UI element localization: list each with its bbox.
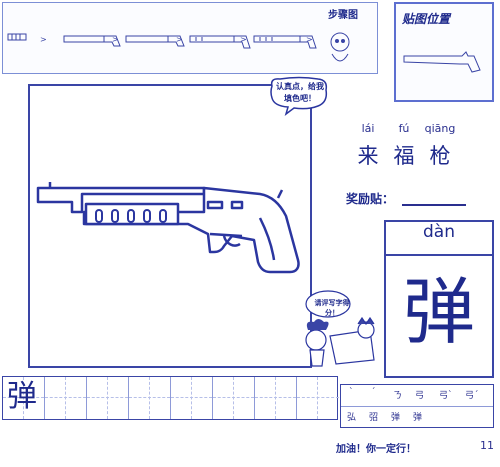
step-arrow: >: [176, 35, 183, 44]
speech-bubble-text: 认真点，给我填色吧！: [276, 82, 324, 103]
page-number: 11: [480, 439, 494, 452]
grader-bubble-text: 请评写字得分！: [314, 299, 350, 317]
stroke-step: 弓ˋ: [439, 391, 453, 401]
writing-cell[interactable]: [297, 377, 339, 419]
stroke-step: ㄋ: [393, 391, 403, 401]
stroke-step: ˊ: [371, 388, 376, 398]
speech-bubble: [270, 76, 328, 116]
character-large: 弹: [402, 270, 475, 354]
character-card-divider: [384, 254, 494, 256]
writing-model-character: 弹: [7, 379, 37, 414]
shotgun-illustration: [36, 182, 300, 274]
step-1-drawing: [7, 33, 27, 41]
reward-sticker-line: [402, 204, 466, 206]
stroke-step: 弹: [413, 413, 423, 423]
step-arrow: >: [40, 35, 47, 44]
character-pinyin: dàn: [423, 222, 455, 242]
title-pinyin-1: lái: [361, 122, 375, 135]
grader-kids-illustration: [305, 290, 375, 367]
steps-title: 步骤图: [328, 10, 358, 21]
sticker-guide-panel: 贴图位置: [394, 2, 494, 102]
title-hanzi-3: 枪: [429, 144, 451, 168]
reward-sticker-label: 奖励贴：: [346, 192, 395, 206]
stroke-step: 弓: [415, 391, 425, 401]
writing-grid[interactable]: [2, 376, 339, 420]
stroke-step: 弘: [347, 413, 357, 423]
title-hanzi-2: 福: [393, 144, 415, 168]
footer-slogan: 加油！你一定行！: [336, 444, 416, 455]
title-hanzi-1: 来: [357, 144, 379, 168]
step-2-drawing: [63, 35, 121, 47]
step-arrow: >: [112, 35, 119, 44]
mascot-drawing: [330, 32, 350, 62]
steps-illustrations: > > > > >: [7, 32, 350, 62]
title-pinyin-2: fú: [398, 122, 410, 135]
sticker-guide-title: 贴图位置: [402, 12, 451, 26]
guide-gun-drawing: [403, 51, 481, 73]
character-card: [384, 220, 494, 378]
stroke-step: 弨: [369, 413, 379, 423]
step-arrow: >: [306, 35, 313, 44]
writing-cell[interactable]: [171, 377, 213, 419]
writing-cell[interactable]: [213, 377, 255, 419]
writing-cell[interactable]: [255, 377, 297, 419]
stroke-row-divider: [341, 406, 493, 407]
stroke-step: 弓ˊ: [465, 391, 479, 401]
writing-cell[interactable]: [3, 377, 45, 419]
writing-cell[interactable]: [45, 377, 87, 419]
stroke-step: 弹: [391, 413, 401, 423]
title-pinyin-3: qiāng: [424, 122, 456, 135]
step-5-drawing: [253, 35, 317, 49]
stroke-order-table: ˋ ˊ ㄋ 弓 弓ˋ 弓ˊ 弘 弨 弹 弹: [340, 384, 494, 428]
step-4-drawing: [189, 35, 251, 49]
stroke-step: ˋ: [349, 388, 354, 398]
coloring-frame: [28, 84, 312, 368]
writing-cell[interactable]: [87, 377, 129, 419]
step-arrow: >: [240, 35, 247, 44]
writing-cell[interactable]: [129, 377, 171, 419]
step-3-drawing: [125, 35, 185, 47]
